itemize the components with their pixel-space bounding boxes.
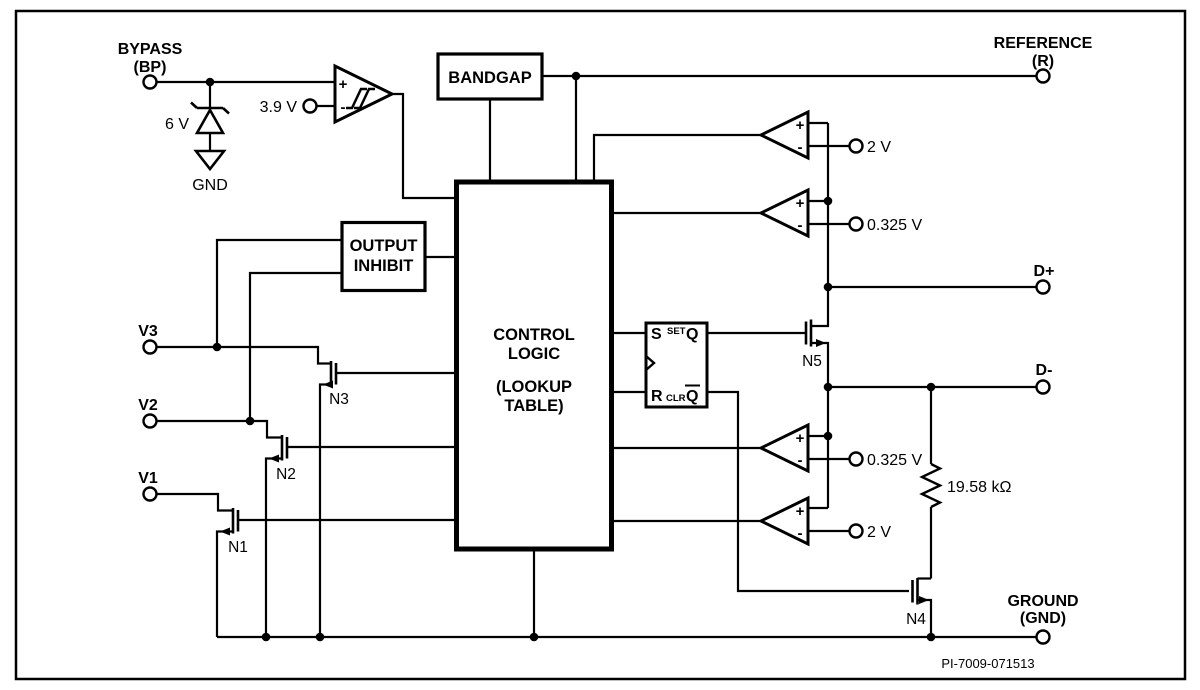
plus-input-label: + (339, 76, 348, 93)
ff-r-label: R (651, 388, 663, 405)
ground-label-1: GROUND (1007, 593, 1078, 610)
transistor-n4: N4 (906, 578, 929, 628)
d-plus-label: D+ (1034, 263, 1055, 280)
ref-3v9-terminal (302, 98, 318, 114)
output-inhibit-label-1: OUTPUT (350, 237, 418, 255)
ref-2v-label: 2 V (867, 139, 891, 156)
ff-clr-label: CLR (666, 393, 686, 404)
zener-ground-label: GND (192, 177, 228, 194)
output-inhibit-label-2: INHIBIT (354, 257, 414, 275)
v1-terminal: V1 (138, 470, 158, 502)
control-logic-label-1: CONTROL (493, 326, 575, 344)
ref-2v-terminal (848, 523, 864, 539)
reference-label-1: REFERENCE (994, 35, 1093, 52)
v3-label: V3 (138, 323, 158, 340)
zener-diode: 6 V (165, 101, 230, 135)
sr-flip-flop: S SET Q R CLR Q (644, 321, 709, 409)
zener-voltage-label: 6 V (165, 116, 189, 133)
ref-2v-label: 2 V (867, 524, 891, 541)
n4-label: N4 (906, 611, 926, 628)
v2-label: V2 (138, 397, 158, 414)
bypass-label-1: BYPASS (118, 41, 183, 58)
plus-input-label: + (796, 503, 805, 520)
output-inhibit-block: OUTPUT INHIBIT (340, 220, 427, 293)
ref-0v325-label: 0.325 V (867, 452, 922, 469)
plus-input-label: + (796, 117, 805, 134)
ref-0v325-label: 0.325 V (867, 217, 922, 234)
reference-label-2: (R) (1032, 53, 1054, 70)
control-logic-label-3: (LOOKUP (496, 378, 572, 396)
bandgap-label: BANDGAP (448, 69, 531, 87)
bypass-label-2: (BP) (134, 59, 167, 76)
v1-label: V1 (138, 470, 158, 487)
resistor-19k58: 19.58 kΩ (919, 462, 1011, 509)
transistor-n2: N2 (269, 435, 296, 483)
n2-label: N2 (276, 466, 296, 483)
hysteresis-comparator: + - 3.9 V (260, 63, 396, 125)
transistor-n5: N5 (802, 319, 826, 370)
n5-label: N5 (802, 353, 822, 370)
bypass-terminal: BYPASS (BP) (118, 41, 183, 90)
comparator-top-0v325: + - 0.325 V (757, 187, 922, 239)
control-logic-label-4: TABLE) (504, 397, 563, 415)
plus-input-label: + (796, 430, 805, 447)
minus-input-label: - (341, 99, 346, 116)
ff-q-label: Q (686, 326, 698, 343)
n3-label: N3 (329, 391, 349, 408)
transistor-n3: N3 (323, 361, 349, 408)
d-plus-terminal: D+ (1034, 263, 1055, 295)
ff-qbar-label: Q (686, 388, 698, 405)
minus-input-label: - (798, 525, 803, 542)
junction-dots (205, 71, 936, 642)
v2-terminal: V2 (138, 397, 158, 429)
hysteresis-icon (346, 87, 375, 110)
clock-chevron-icon (645, 355, 656, 371)
ref-0v325-terminal (848, 216, 864, 232)
control-logic-block: CONTROL LOGIC (LOOKUP TABLE) (454, 179, 614, 552)
ff-s-label: S (651, 326, 662, 343)
minus-input-label: - (798, 139, 803, 156)
d-minus-terminal: D- (1035, 362, 1053, 395)
d-minus-label: D- (1036, 362, 1053, 379)
part-number: PI-7009-071513 (941, 656, 1034, 671)
v3-terminal: V3 (138, 323, 158, 355)
comparator-bottom-2v: + - 2 V (757, 495, 891, 547)
transistor-n1: N1 (220, 508, 248, 556)
ref-3v9-label: 3.9 V (260, 99, 298, 116)
bandgap-block: BANDGAP (436, 52, 544, 101)
comparator-top-2v: + - 2 V (757, 109, 891, 161)
ref-0v325-terminal (848, 451, 864, 467)
n1-label: N1 (228, 539, 248, 556)
control-logic-label-2: LOGIC (508, 345, 560, 363)
reference-terminal: REFERENCE (R) (994, 35, 1093, 84)
ground-symbol: GND (192, 149, 228, 194)
ground-label-2: (GND) (1020, 610, 1066, 627)
minus-input-label: - (798, 452, 803, 469)
plus-input-label: + (796, 195, 805, 212)
ff-set-label: SET (667, 326, 686, 337)
ground-terminal: GROUND (GND) (1007, 593, 1079, 645)
comparator-bottom-0v325: + - 0.325 V (757, 422, 922, 474)
minus-input-label: - (798, 217, 803, 234)
resistor-value-label: 19.58 kΩ (947, 479, 1011, 496)
ref-2v-terminal (848, 138, 864, 154)
